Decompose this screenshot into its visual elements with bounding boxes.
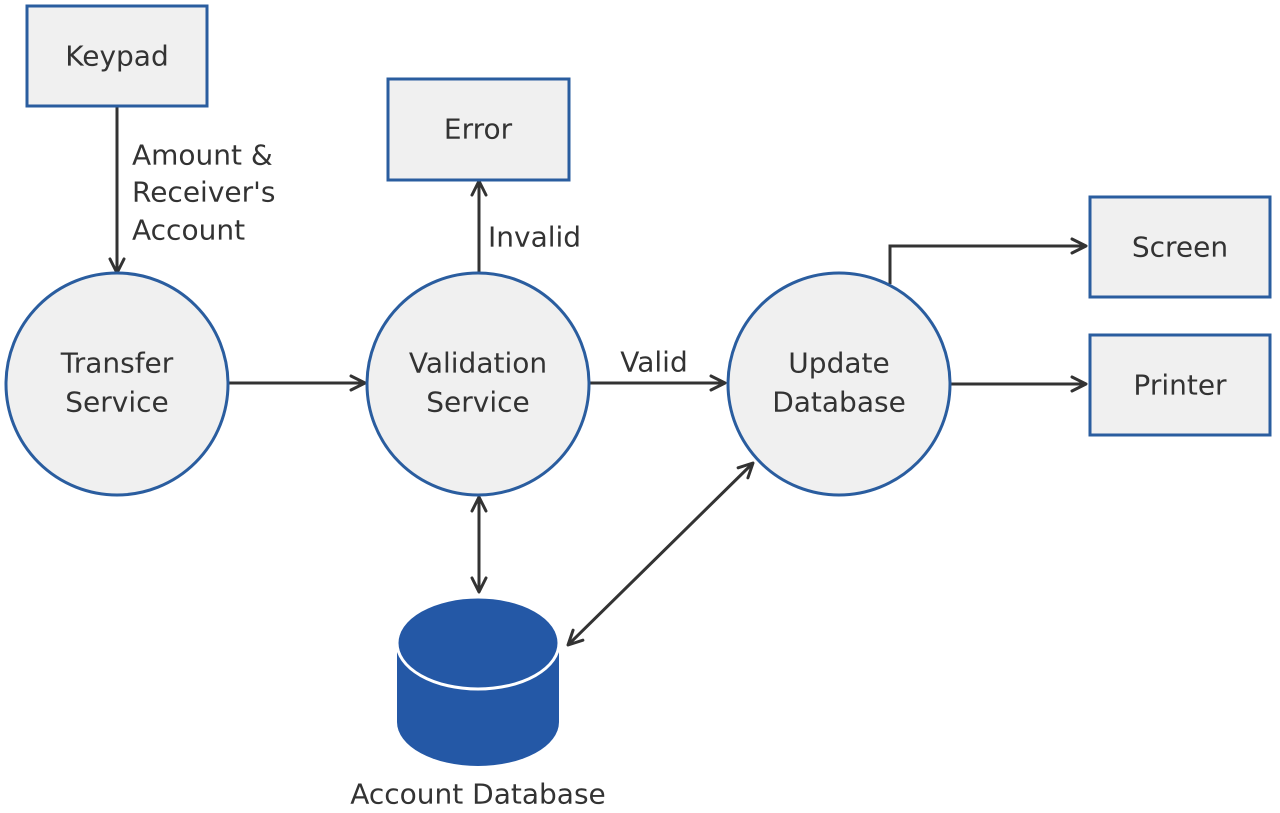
entity-error: Error: [386, 77, 571, 182]
flow-label-amount-line2: Receiver's: [132, 176, 275, 209]
process-update-label-line2: Database: [772, 386, 906, 419]
entity-printer-label: Printer: [1133, 369, 1227, 402]
process-validation-service: Validation Service: [365, 271, 591, 497]
flow-label-valid: Valid: [620, 346, 687, 379]
process-update-database: Update Database: [726, 271, 952, 497]
entity-printer: Printer: [1088, 333, 1272, 437]
entity-keypad: Keypad: [25, 4, 209, 108]
process-transfer-label-line1: Transfer: [60, 347, 174, 380]
entity-error-label: Error: [444, 113, 513, 146]
process-transfer-label-line2: Service: [65, 386, 168, 419]
flow-label-amount-line1: Amount &: [132, 139, 273, 172]
flow-update-db-bidirectional: [566, 461, 755, 647]
datastore-account-database-label: Account Database: [350, 778, 606, 811]
process-transfer-service: Transfer Service: [4, 271, 230, 497]
flow-label-amount-line3: Account: [132, 214, 245, 247]
entity-screen-label: Screen: [1132, 231, 1228, 264]
entity-screen: Screen: [1088, 195, 1272, 299]
process-validation-label-line2: Service: [426, 386, 529, 419]
process-update-label-line1: Update: [788, 347, 889, 380]
flow-update-to-screen: [888, 237, 1088, 284]
process-validation-label-line1: Validation: [409, 347, 547, 380]
flow-label-invalid: Invalid: [488, 221, 581, 254]
entity-keypad-label: Keypad: [65, 40, 168, 73]
datastore-account-database: Account Database: [350, 595, 606, 811]
